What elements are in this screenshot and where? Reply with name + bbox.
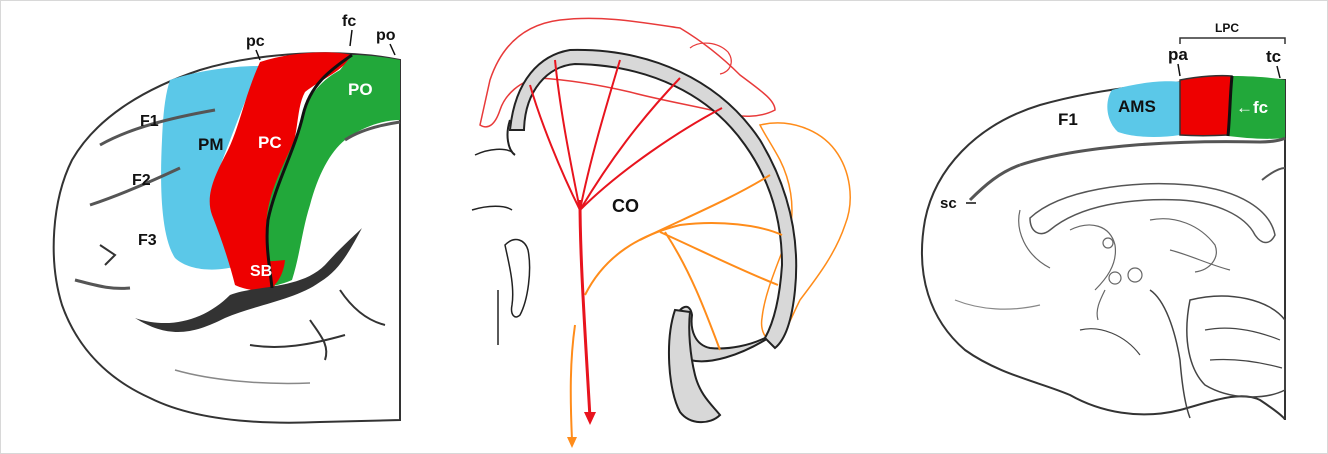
orange-fiber-2 [640,175,770,240]
coronal-ventricle [505,240,530,317]
orange-fiber-1 [585,223,782,295]
label-medial-fc: ←fc [1236,98,1268,117]
coronal-line-1 [475,149,512,155]
coronal-cortex-band [510,50,796,348]
arrow-po [390,44,395,55]
corticospinal-tract [580,200,590,418]
homunculus-hand [690,43,731,74]
homunculus-orange [760,123,850,345]
label-medial-f1: F1 [1058,110,1078,129]
corticobulbar-tract [571,325,575,440]
label-sulcus-sc: sc [940,195,957,212]
label-sb: SB [250,263,272,280]
region-medial-red [1180,76,1232,136]
label-sulcus-tc: tc [1266,47,1281,66]
label-po: PO [348,80,373,99]
lpc-bracket [1180,38,1285,44]
coronal-section-panel: CO [472,18,850,448]
label-sulcus-fc: fc [342,13,356,30]
arrow-fc [350,30,352,46]
label-sulcus-pa: pa [1168,45,1188,64]
red-fiber-1 [530,85,580,210]
orange-fiber-3 [660,232,778,285]
label-lpc: LPC [1215,21,1239,35]
label-pc: PC [258,133,282,152]
label-f3: F3 [138,232,157,249]
corticospinal-arrowhead [584,412,596,425]
label-ams: AMS [1118,97,1156,116]
label-pm: PM [198,135,224,154]
arrow-pa [1178,64,1180,76]
label-f1: F1 [140,113,159,130]
arrow-tc [1277,66,1280,78]
lateral-hemisphere-panel: PM PC PO SB F1 F2 F3 pc fc po [54,13,400,423]
label-f2: F2 [132,172,151,189]
label-sulcus-po: po [376,27,396,44]
label-co: CO [612,196,639,216]
red-fiber-3 [580,60,620,210]
coronal-temporal-fold [669,310,720,422]
coronal-line-2 [472,206,512,210]
label-sulcus-pc: pc [246,33,265,50]
medial-hemisphere-panel: LPC AMS ←fc F1 sc pa tc [922,21,1285,420]
corticobulbar-arrowhead [567,437,577,448]
